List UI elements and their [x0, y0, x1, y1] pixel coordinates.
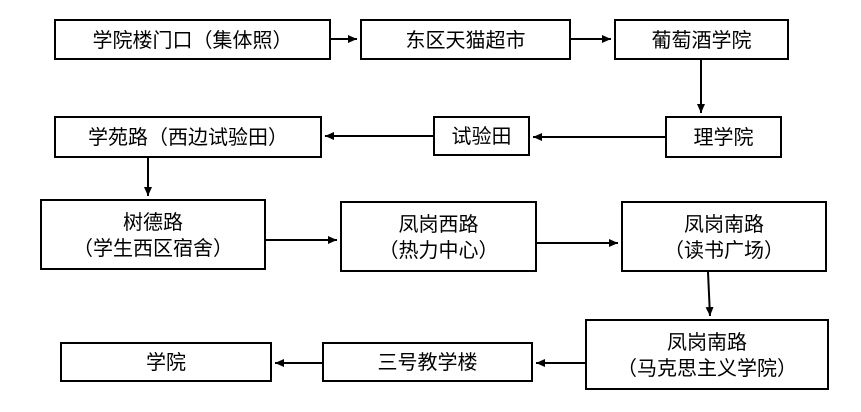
route-node-n8: 凤岗西路（热力中心）	[340, 201, 537, 272]
route-node-label: 凤岗南路	[667, 329, 747, 354]
route-node-label: 试验田	[451, 124, 512, 148]
route-node-label: 东区天猫超市	[405, 27, 526, 52]
route-node-n2: 东区天猫超市	[360, 19, 571, 60]
route-node-label: （读书广场）	[664, 237, 784, 262]
route-node-n11: 三号教学楼	[322, 342, 533, 382]
route-node-n1: 学院楼门口（集体照）	[54, 19, 331, 60]
route-node-n5: 试验田	[433, 116, 530, 156]
route-node-n9: 凤岗南路（读书广场）	[621, 201, 827, 272]
route-node-n10: 凤岗南路（马克思主义学院）	[585, 319, 829, 390]
route-node-label: 理学院	[693, 125, 754, 149]
route-node-n4: 理学院	[665, 116, 782, 158]
arrow-n9-to-n10	[705, 271, 714, 317]
route-node-n7: 树德路（学生西区宿舍）	[40, 199, 266, 270]
route-node-label: 学院	[146, 350, 186, 374]
route-node-label: 学苑路（西边试验田）	[88, 125, 288, 149]
route-node-label: （学生西区宿舍）	[73, 235, 233, 260]
route-node-n6: 学苑路（西边试验田）	[54, 116, 322, 158]
route-node-label: 三号教学楼	[377, 350, 478, 374]
route-node-label: 学院楼门口（集体照）	[92, 27, 293, 52]
route-node-label: （热力中心）	[378, 237, 499, 262]
route-node-label: 树德路	[123, 209, 183, 234]
route-node-label: （马克思主义学院）	[617, 355, 797, 380]
route-node-label: 凤岗西路	[398, 211, 479, 236]
route-node-label: 凤岗南路	[684, 211, 764, 236]
route-node-n3: 葡萄酒学院	[614, 19, 789, 60]
route-node-label: 葡萄酒学院	[651, 27, 752, 52]
route-node-n12: 学院	[60, 342, 272, 382]
